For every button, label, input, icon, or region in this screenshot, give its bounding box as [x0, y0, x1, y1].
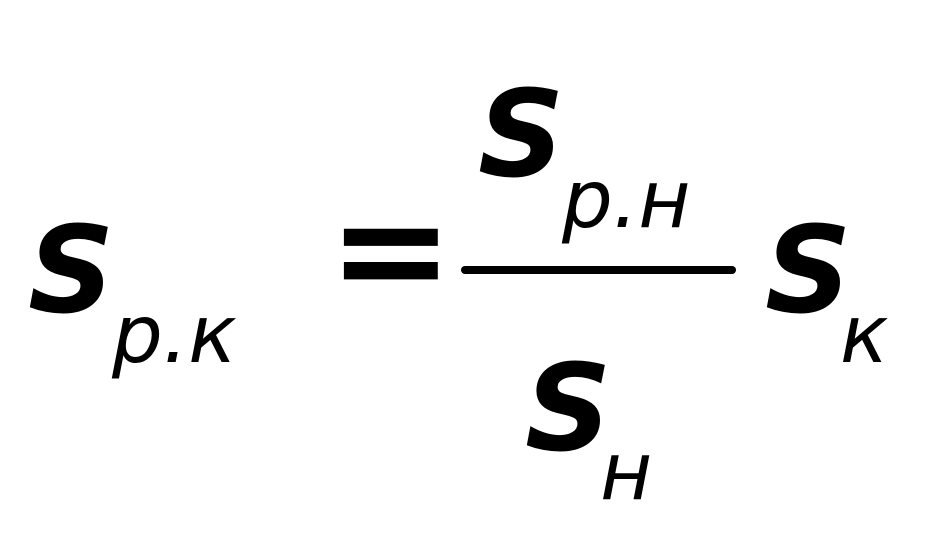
rhs-factor-symbol: S — [765, 202, 852, 341]
numerator-subscript: р.н — [562, 153, 691, 246]
denominator-symbol: S — [525, 340, 612, 479]
rhs-factor-subscript: к — [840, 288, 889, 381]
numerator-symbol: S — [478, 66, 565, 205]
lhs-subscript: р.к — [112, 288, 237, 381]
denominator-subscript: н — [600, 425, 653, 518]
fraction-bar — [461, 266, 736, 274]
lhs-symbol: S — [28, 202, 115, 341]
equals-sign: = — [328, 163, 454, 337]
